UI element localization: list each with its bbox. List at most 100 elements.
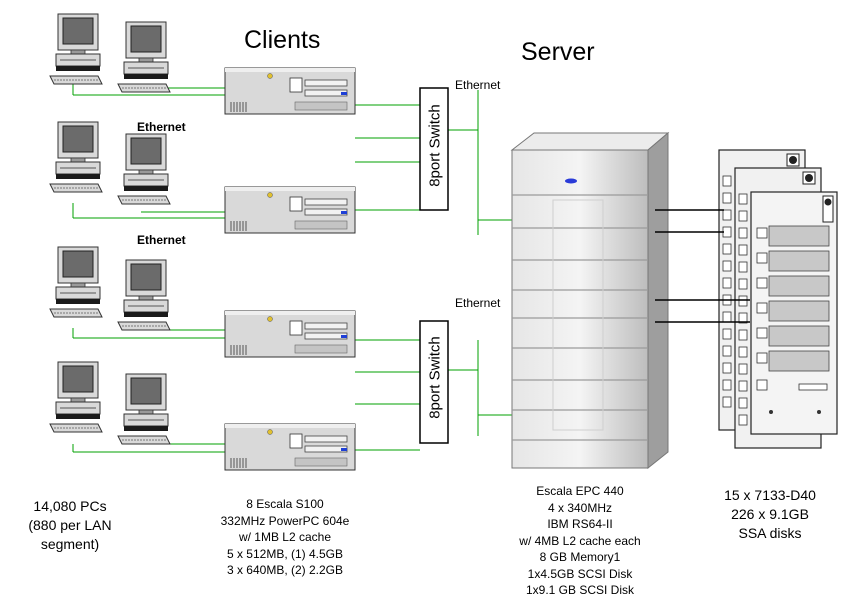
- server-icon: [510, 131, 670, 470]
- pc-icon: [117, 259, 171, 331]
- clients-caption-line: 332MHz PowerPC 604e: [220, 513, 350, 528]
- ethernet-label-switch: Ethernet: [455, 78, 501, 92]
- monitor-screen: [130, 25, 162, 53]
- vent-grille: [798, 383, 828, 391]
- monitor-stand: [138, 409, 154, 415]
- drive-bay: [304, 332, 348, 340]
- clients-caption-line: 8 Escala S100: [246, 497, 324, 511]
- client-server-icon: [224, 310, 356, 358]
- monitor-screen: [62, 365, 94, 393]
- drive-latch: [756, 277, 768, 289]
- power-led: [341, 92, 347, 95]
- disk-drive: [768, 250, 830, 272]
- monitor-screen: [62, 17, 94, 45]
- drive-latch: [722, 328, 732, 340]
- drive-latch: [722, 345, 732, 357]
- monitor-stand: [70, 282, 86, 288]
- disk-drive: [768, 225, 830, 247]
- drive-bay: [304, 89, 348, 97]
- server-caption-line: Escala EPC 440: [536, 484, 624, 498]
- drive-latch: [722, 192, 732, 204]
- server-led: [565, 178, 577, 184]
- enclosure-knob: [789, 156, 797, 164]
- disks-caption-line: 15 x 7133-D40: [724, 487, 816, 503]
- monitor-stand: [70, 397, 86, 403]
- clients-caption-line: 3 x 640MB, (2) 2.2GB: [226, 563, 344, 577]
- drive-latch: [756, 302, 768, 314]
- switch-box: [419, 87, 449, 211]
- unit-base: [56, 174, 100, 179]
- drive-latch: [722, 277, 732, 289]
- unit-base: [124, 74, 168, 79]
- drive-latch: [722, 396, 732, 408]
- drive-latch: [738, 295, 748, 307]
- drive-latch: [756, 327, 768, 339]
- pcs-caption-line: (880 per LAN: [28, 517, 112, 533]
- clients-heading: Clients: [244, 26, 321, 54]
- ssa-enclosure-front: [750, 191, 838, 435]
- server-caption-line: 8 GB Memory1: [539, 550, 621, 564]
- drive-bay: [304, 322, 348, 330]
- monitor-stand: [138, 295, 154, 301]
- ethernet-label-server: Ethernet: [455, 296, 501, 310]
- monitor-screen: [130, 377, 162, 405]
- pc-icon: [49, 246, 103, 318]
- front-panel: [294, 101, 348, 111]
- enclosure-knob: [805, 174, 813, 182]
- disk-bay: [289, 320, 303, 336]
- unit-base: [124, 426, 168, 431]
- drive-latch: [722, 260, 732, 272]
- pc-icon: [117, 133, 171, 205]
- disks-caption: 15 x 7133-D40 226 x 9.1GB SSA disks: [700, 486, 840, 543]
- power-led: [341, 211, 347, 214]
- pc-icon: [49, 121, 103, 193]
- disk-drive: [768, 300, 830, 322]
- server-caption-line: 1x4.5GB SCSI Disk: [527, 566, 633, 581]
- pcs-caption-line: segment): [40, 536, 100, 552]
- drive-latch: [738, 363, 748, 375]
- drive-bay: [304, 198, 348, 206]
- clients-caption-line: 5 x 512MB, (1) 4.5GB: [226, 546, 344, 561]
- drive-latch: [756, 379, 768, 391]
- monitor-stand: [70, 157, 86, 163]
- front-panel: [294, 344, 348, 354]
- network-links: [72, 80, 512, 453]
- server-caption-line: w/ 4MB L2 cache each: [519, 533, 641, 548]
- drive-latch: [738, 312, 748, 324]
- front-panel: [294, 220, 348, 230]
- drive-latch: [756, 227, 768, 239]
- client-servers: [224, 67, 356, 471]
- cabinet-front: [511, 149, 649, 469]
- pc-icon: [117, 21, 171, 93]
- drive-latch: [738, 227, 748, 239]
- switches: [419, 87, 449, 444]
- switch-box: [419, 320, 449, 444]
- drive-latch: [738, 414, 748, 426]
- drive-latch: [722, 243, 732, 255]
- front-panel: [294, 457, 348, 467]
- drive-bay: [304, 208, 348, 216]
- drive-latch: [738, 346, 748, 358]
- status-light: [267, 192, 273, 198]
- monitor-stand: [138, 57, 154, 63]
- client-server-icon: [224, 186, 356, 234]
- disk-bay: [289, 196, 303, 212]
- monitor-screen: [62, 125, 94, 153]
- enclosure-knob: [824, 198, 832, 206]
- drive-latch: [738, 278, 748, 290]
- chassis-top: [225, 311, 355, 315]
- drive-latch: [722, 379, 732, 391]
- server-cabinet: [510, 131, 670, 470]
- disk-bay: [289, 77, 303, 93]
- disk-cables: [655, 209, 750, 323]
- unit-base: [56, 299, 100, 304]
- drive-latch: [738, 397, 748, 409]
- drive-latch: [738, 261, 748, 273]
- disk-drive: [768, 275, 830, 297]
- monitor-stand: [70, 49, 86, 55]
- client-pcs: [49, 13, 171, 445]
- drive-bay: [304, 79, 348, 87]
- disk-enclosures: [718, 149, 838, 449]
